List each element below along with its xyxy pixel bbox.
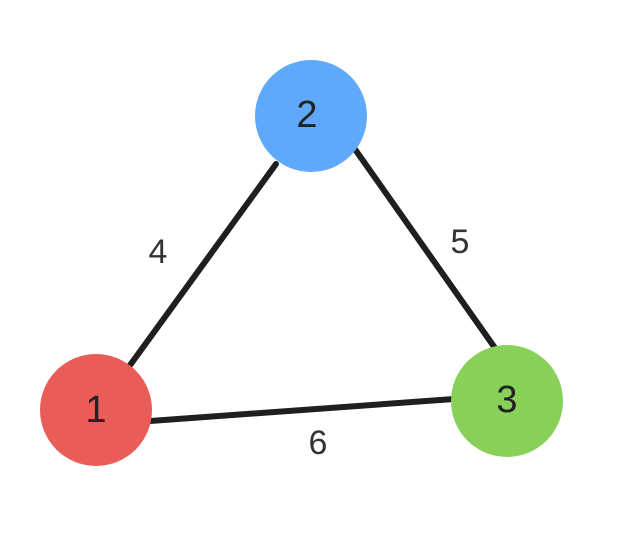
edge-1-2 — [125, 161, 279, 371]
node-2-circle — [255, 60, 367, 172]
node-1-circle — [40, 354, 152, 466]
edge-1-3 — [147, 396, 457, 424]
node-3: 3 — [451, 345, 563, 457]
edge-weight-1-3: 6 — [309, 424, 328, 462]
node-3-circle — [451, 345, 563, 457]
node-3-label: 3 — [496, 379, 517, 421]
node-1-label: 1 — [85, 389, 106, 431]
edge-2-3 — [349, 142, 498, 351]
node-1: 1 — [40, 354, 152, 466]
node-2-label: 2 — [296, 94, 317, 136]
edge-weight-2-3: 5 — [451, 223, 470, 261]
edge-weight-1-2: 4 — [149, 233, 168, 271]
node-2: 2 — [255, 60, 367, 172]
